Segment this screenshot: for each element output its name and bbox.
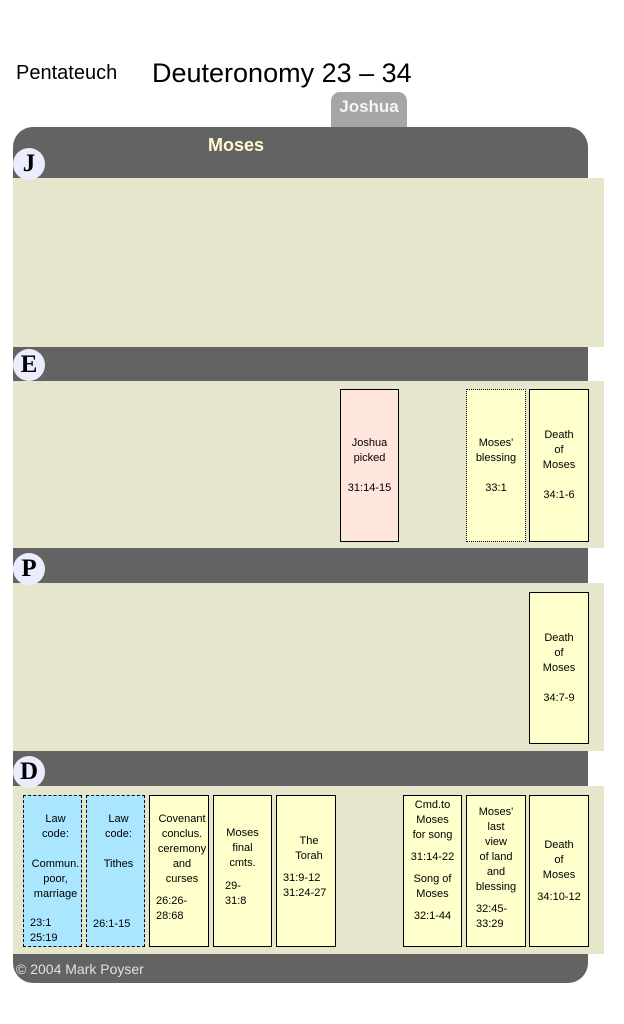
event-death-of-moses-e: Death of Moses 34:1-6 [529, 389, 589, 542]
event-title: Moses' blessing [475, 436, 517, 464]
event-title: Death of Moses [542, 429, 576, 471]
event-ref: 34:10-12 [537, 890, 581, 903]
event-title: Death of Moses [542, 631, 576, 674]
source-badge-p: P [13, 553, 45, 585]
event-death-of-moses-d: Death of Moses 34:10-12 [529, 795, 589, 947]
page-title: Deuteronomy 23 – 34 [152, 58, 412, 88]
event-song-of-moses: Cmd.to Moses for song 31:14-22 Song of M… [403, 795, 462, 947]
event-ref: 34:7-9 [543, 691, 575, 704]
event-title: Joshua picked [351, 436, 388, 464]
event-ref: 26:26- 28:68 [156, 895, 188, 922]
event-moses-final-cmts: Moses final cmts. 29- 31:8 [213, 795, 272, 947]
event-death-of-moses-p: Death of Moses 34:7-9 [529, 592, 589, 744]
event-ref: 29- 31:8 [225, 880, 247, 907]
joshua-tab [331, 92, 407, 132]
event-title: Law code: [105, 813, 132, 840]
lane-p [13, 583, 604, 751]
event-detail: Commun. poor, marriage [31, 857, 80, 900]
source-badge-d: D [13, 756, 45, 788]
source-badge-e: E [13, 349, 45, 381]
event-ref: 31:9-12 31:24-27 [283, 872, 327, 899]
event-ref: 26:1-15 [93, 918, 131, 930]
event-covenant-conclusion: Covenant conclus. ceremony and curses 26… [149, 795, 209, 947]
event-ref-2: 32:1-44 [413, 910, 452, 922]
event-moses-blessing: Moses' blessing 33:1 [466, 389, 526, 542]
event-title: Moses' last view of land and blessing [475, 806, 517, 893]
copyright-notice: © 2004 Mark Poyser [16, 961, 144, 977]
event-law-code-tithes: Law code: Tithes 26:1-15 [86, 795, 145, 947]
event-title: Moses final cmts. [226, 827, 259, 869]
pentateuch-label: Pentateuch [16, 62, 118, 84]
event-the-torah: The Torah 31:9-12 31:24-27 [276, 795, 336, 947]
event-ref: 34:1-6 [543, 489, 575, 501]
event-law-code-commun: Law code: Commun. poor, marriage 23:1 25… [23, 795, 82, 947]
event-title-2: Song of Moses [413, 873, 452, 900]
event-ref: 32:45- 33:29 [476, 903, 508, 930]
event-moses-last-view: Moses' last view of land and blessing 32… [466, 795, 526, 947]
event-detail: Tithes [103, 858, 134, 870]
source-badge-j: J [13, 148, 45, 180]
event-ref: 31:14-15 [347, 481, 392, 494]
event-title: Death of Moses [542, 838, 576, 881]
lane-j [13, 178, 604, 347]
event-ref: 23:1 25:19 [30, 917, 58, 944]
event-title: Covenant conclus. ceremony and curses [157, 813, 207, 885]
event-title: Law code: [42, 813, 69, 840]
event-title: Cmd.to Moses for song [412, 799, 453, 841]
event-ref: 33:1 [485, 481, 507, 494]
joshua-label: Joshua [339, 97, 399, 116]
event-ref: 31:14-22 [410, 851, 455, 863]
moses-label: Moses [208, 135, 265, 155]
event-title: The Torah [295, 835, 323, 862]
event-joshua-picked: Joshua picked 31:14-15 [340, 389, 399, 542]
